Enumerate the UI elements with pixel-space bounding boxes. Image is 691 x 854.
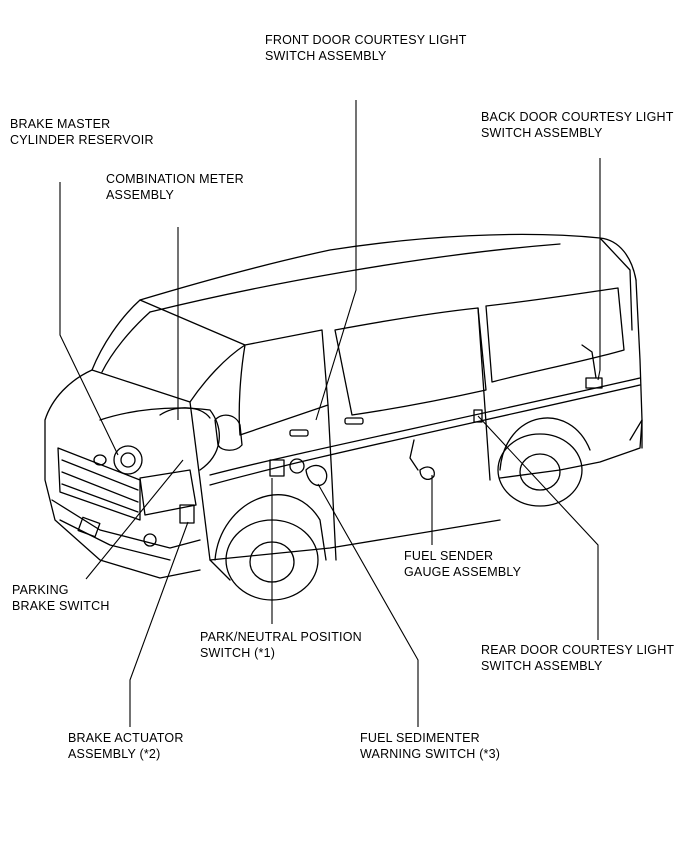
label-back-door-courtesy-light: BACK DOOR COURTESY LIGHT SWITCH ASSEMBLY — [481, 109, 674, 141]
hood — [99, 407, 220, 471]
front-side-window — [238, 329, 329, 436]
label-fuel-sedimenter-warning-switch: FUEL SEDIMENTER WARNING SWITCH (*3) — [360, 730, 500, 762]
label-line: GAUGE ASSEMBLY — [404, 565, 522, 579]
fuel-sender — [419, 466, 435, 481]
van-roof-inner — [149, 243, 561, 313]
label-front-door-courtesy-light: FRONT DOOR COURTESY LIGHT SWITCH ASSEMBL… — [265, 32, 467, 64]
label-line: BRAKE ACTUATOR — [68, 731, 184, 745]
label-brake-master-cylinder: BRAKE MASTER CYLINDER RESERVOIR — [10, 116, 154, 148]
leader-brake-actuator — [129, 521, 189, 727]
label-combination-meter: COMBINATION METER ASSEMBLY — [106, 171, 244, 203]
body-side — [189, 401, 231, 581]
rear-wheel — [497, 433, 583, 507]
label-line: ASSEMBLY — [106, 188, 175, 202]
windshield — [91, 299, 246, 403]
label-fuel-sender-gauge: FUEL SENDER GAUGE ASSEMBLY — [404, 548, 521, 580]
grille — [57, 447, 141, 521]
side-crease — [209, 384, 641, 486]
label-line: BRAKE SWITCH — [12, 599, 110, 613]
label-line: SWITCH (*1) — [200, 646, 276, 660]
label-brake-actuator: BRAKE ACTUATOR ASSEMBLY (*2) — [68, 730, 184, 762]
label-line: SWITCH ASSEMBLY — [265, 49, 387, 63]
label-parking-brake-switch: PARKING BRAKE SWITCH — [12, 582, 110, 614]
label-line: ASSEMBLY (*2) — [68, 747, 161, 761]
label-line: SWITCH ASSEMBLY — [481, 659, 603, 673]
label-line: BACK DOOR COURTESY LIGHT — [481, 110, 674, 124]
leader-rear-door — [477, 415, 599, 640]
headlight — [139, 469, 197, 516]
brake-actuator — [179, 504, 195, 524]
label-line: BRAKE MASTER — [10, 117, 111, 131]
van-rear — [559, 279, 643, 471]
middle-side-window — [334, 307, 487, 416]
leader-back-door — [597, 158, 601, 381]
label-park-neutral-position-switch: PARK/NEUTRAL POSITION SWITCH (*1) — [200, 629, 362, 661]
label-line: FRONT DOOR COURTESY LIGHT — [265, 33, 467, 47]
park-neutral-switch — [269, 459, 285, 477]
label-line: PARKING — [12, 583, 69, 597]
label-line: WARNING SWITCH (*3) — [360, 747, 501, 761]
label-rear-door-courtesy-light: REAR DOOR COURTESY LIGHT SWITCH ASSEMBLY — [481, 642, 674, 674]
label-line: CYLINDER RESERVOIR — [10, 133, 154, 147]
bumper — [51, 499, 201, 549]
label-line: COMBINATION METER — [106, 172, 244, 186]
van-roof — [139, 233, 637, 301]
label-line: FUEL SENDER — [404, 549, 494, 563]
label-line: SWITCH ASSEMBLY — [481, 126, 603, 140]
leader-parking-brake — [85, 459, 184, 580]
front-wheel-arch — [214, 494, 327, 561]
side-mirror — [214, 414, 243, 451]
fuel-sedimenter — [305, 464, 328, 487]
label-line: FUEL SEDIMENTER — [360, 731, 480, 745]
label-line: REAR DOOR COURTESY LIGHT — [481, 643, 675, 657]
leader-fuel-sedimenter — [317, 483, 419, 727]
label-line: PARK/NEUTRAL POSITION — [200, 630, 362, 644]
leader-front-door — [315, 100, 357, 421]
leader-brake-master — [59, 182, 119, 456]
rear-side-window — [485, 287, 625, 383]
rear-wheel-arch — [499, 417, 591, 471]
